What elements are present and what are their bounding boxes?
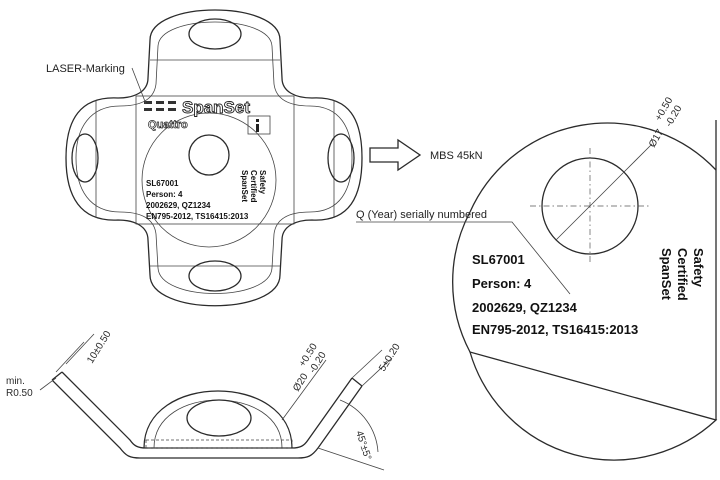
- top-side-1: SpanSet: [240, 170, 249, 202]
- detail-circle-marker: [141, 112, 277, 248]
- flange-dim: 10±0.50: [85, 329, 114, 366]
- thickness-dim: 5±0.20: [377, 342, 403, 374]
- bent-plate-profile: [51, 371, 363, 459]
- detail-side-1: SpanSet: [659, 248, 674, 301]
- top-serial: SL67001: [146, 179, 179, 188]
- detail-view: Ø17 +0.50 -0.20 SL67001 Person: 4 200262…: [356, 95, 718, 461]
- detail-side-3: Safety: [691, 248, 706, 288]
- plate-outline: [65, 9, 363, 307]
- detail-batch: 2002629, QZ1234: [472, 300, 578, 315]
- center-hole: [188, 134, 230, 176]
- serial-note-label: Q (Year) serially numbered: [356, 209, 487, 221]
- side-view: min. R0.50 10±0.50 Ø20 +0.50 -0.20 5±0.2…: [6, 329, 403, 471]
- hole-dim-side: Ø20: [291, 371, 311, 393]
- arrow-right-icon: [369, 138, 422, 172]
- side-lug-hole: [186, 399, 252, 437]
- right-lug-hole: [327, 133, 355, 183]
- top-view: SpanSet Quattro SL67001 Person: 4 200262…: [46, 9, 363, 307]
- brand-logo: SpanSet: [182, 98, 250, 117]
- top-batch: 2002629, QZ1234: [146, 201, 211, 210]
- detail-serial: SL67001: [472, 252, 525, 267]
- hole-dim-detail: Ø17: [647, 127, 666, 149]
- top-lug-hole: [188, 18, 242, 50]
- center-plate: [135, 95, 295, 225]
- detail-person: Person: 4: [472, 276, 532, 291]
- top-standard: EN795-2012, TS16415:2013: [146, 212, 249, 221]
- top-side-2: Certified: [249, 170, 258, 203]
- min-radius-label-2: R0.50: [6, 388, 33, 399]
- detail-standard: EN795-2012, TS16415:2013: [472, 322, 638, 337]
- min-radius-label-1: min.: [6, 376, 25, 387]
- mbs-label: MBS 45kN: [430, 150, 483, 162]
- top-person: Person: 4: [146, 190, 183, 199]
- side-lug: [143, 390, 293, 449]
- laser-marking-label: LASER-Marking: [46, 63, 125, 75]
- model-logo: Quattro: [148, 119, 188, 131]
- angle-dim: 45°±5°: [353, 430, 373, 462]
- plate-inner-outline: [75, 21, 353, 294]
- detail-circle: [469, 122, 718, 461]
- detail-side-2: Certified: [675, 248, 690, 301]
- laser-dashes-icon: [144, 101, 176, 111]
- top-side-3: Safety: [258, 170, 267, 195]
- info-icon: [247, 115, 271, 135]
- left-lug-hole: [71, 133, 99, 183]
- bottom-lug-hole: [188, 260, 242, 292]
